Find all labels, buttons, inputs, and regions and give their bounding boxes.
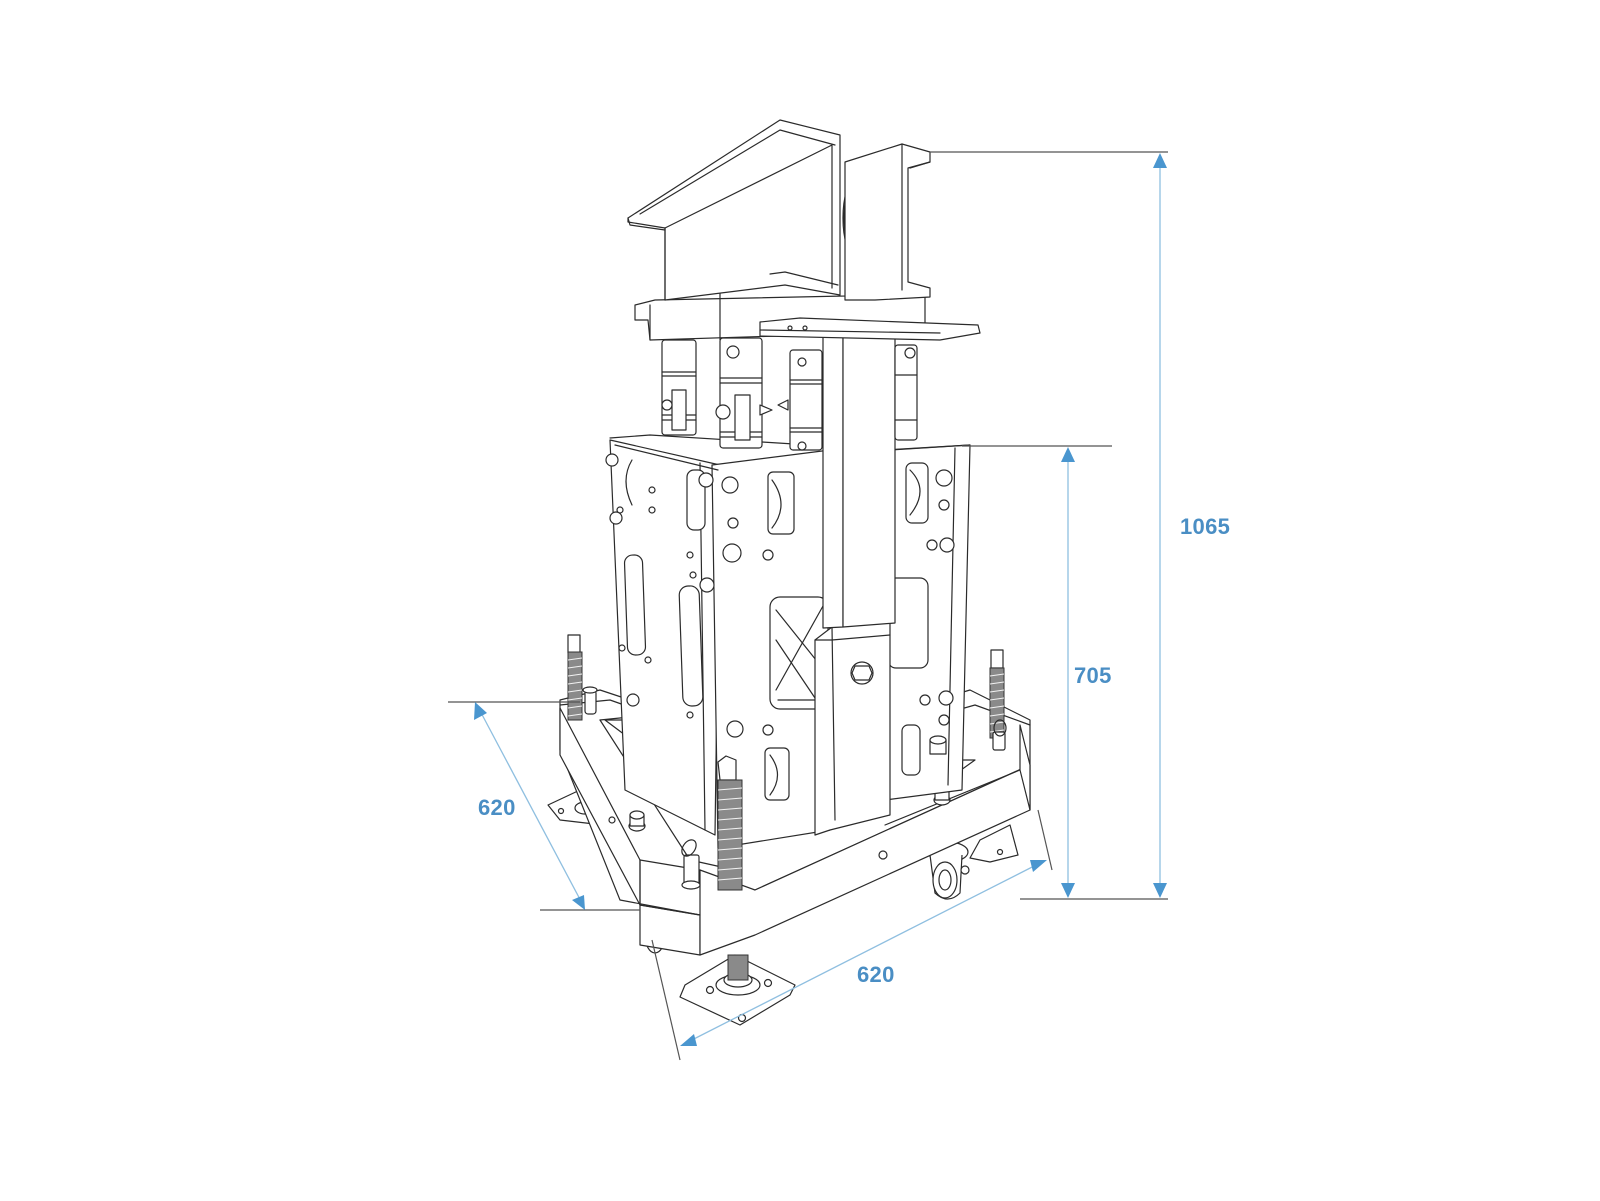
leveling-foot-right	[969, 824, 1019, 863]
dimension-label-total-height: 1065	[1180, 514, 1231, 539]
leveling-foot-front	[679, 954, 796, 1026]
spindle-right	[989, 649, 1007, 751]
dimension-width	[651, 809, 1053, 1061]
spindle-left	[567, 634, 598, 721]
top-plates	[634, 289, 981, 341]
dimension-label-width: 620	[857, 962, 895, 987]
dimension-label-base-height: 705	[1074, 663, 1112, 688]
dimension-base-height	[962, 445, 1112, 898]
dimension-depth	[448, 701, 640, 911]
hex-bolt	[850, 661, 874, 685]
spindle-front	[681, 755, 743, 891]
beam-clamp	[627, 119, 931, 301]
tower-bolts	[605, 453, 955, 738]
hex-bolt	[929, 735, 947, 755]
truss-tower	[605, 434, 971, 849]
column	[822, 329, 896, 629]
couplers	[661, 337, 918, 451]
hex-bolt	[628, 810, 646, 832]
dimension-label-depth: 620	[478, 795, 516, 820]
sleeve-block	[814, 622, 891, 836]
dimension-total-height	[930, 151, 1168, 900]
